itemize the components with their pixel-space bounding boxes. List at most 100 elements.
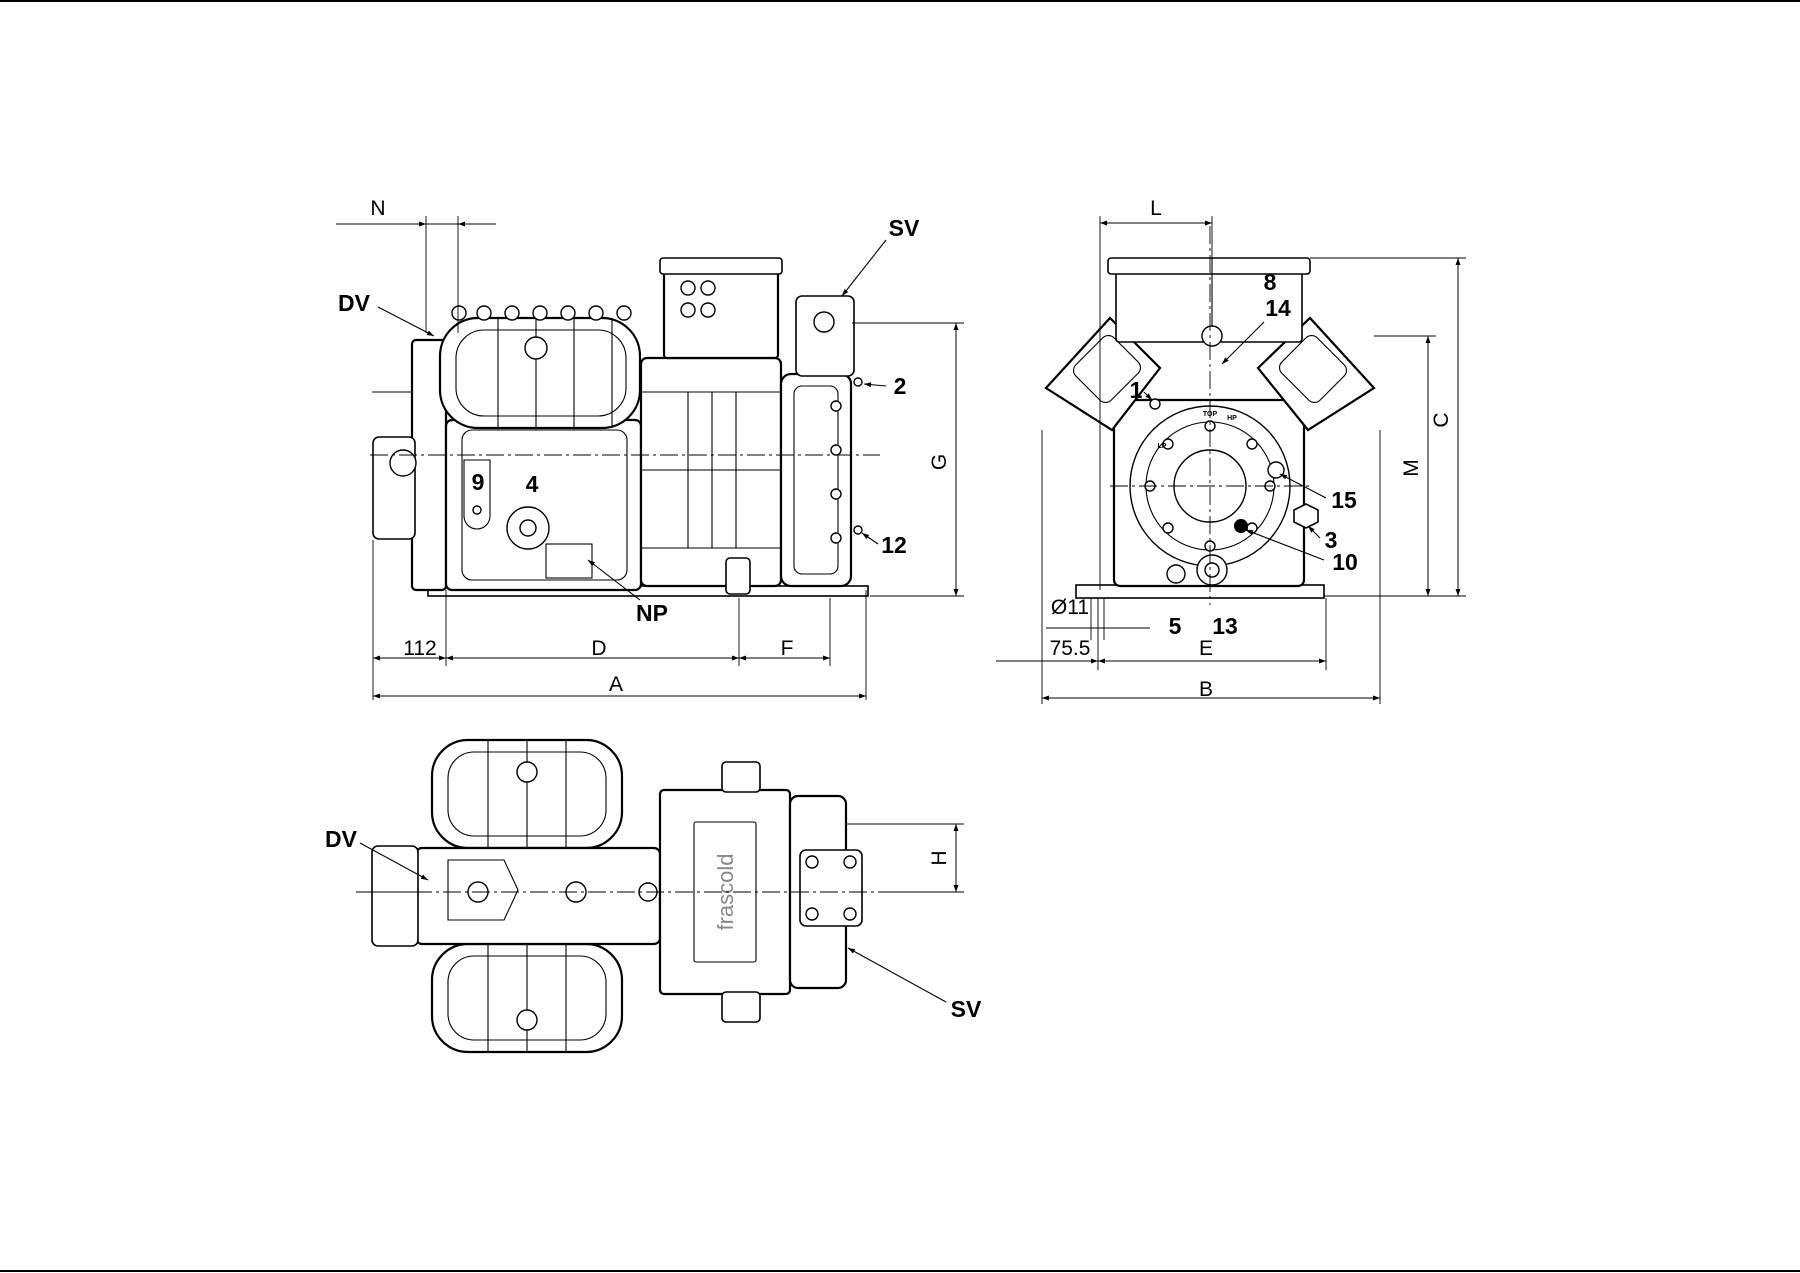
- side-pump-fitting: [389, 449, 417, 477]
- side-suction-cover-inner: [793, 385, 839, 575]
- callout-13: 13: [1212, 613, 1238, 639]
- side-port-9-dot: [472, 505, 482, 515]
- side-port-9-window: [463, 459, 491, 530]
- side-terminal-knockout-2: [700, 280, 716, 296]
- top-suction-valve: [799, 849, 863, 927]
- side-terminal-lid: [659, 257, 783, 275]
- callout-sv-top: SV: [951, 996, 982, 1022]
- callout-dv-side: DV: [338, 290, 371, 316]
- dim-e-label: E: [1199, 637, 1213, 660]
- side-terminal-knockout-3: [680, 302, 696, 318]
- dim-a-label: A: [609, 673, 623, 696]
- callout-10: 10: [1332, 549, 1358, 575]
- end-port-5: [1166, 564, 1186, 584]
- callout-dv-top: DV: [325, 826, 358, 852]
- top-motor-tab-top: [721, 761, 761, 793]
- end-callouts: 8 14 1 15 3 10 5 13: [1130, 269, 1358, 639]
- top-view: frascold: [356, 738, 880, 1054]
- callout-5: 5: [1169, 613, 1182, 639]
- top-suction-bolt-4: [843, 907, 857, 921]
- side-suction-bolt-4: [830, 532, 842, 544]
- callout-12: 12: [881, 532, 907, 558]
- callout-14: 14: [1265, 295, 1291, 321]
- leader-2: [863, 382, 887, 388]
- dim-112-label: 112: [403, 637, 436, 660]
- side-suction-valve-port: [813, 311, 835, 333]
- dim-l-label: L: [1150, 197, 1162, 220]
- side-suction-bolt-1: [830, 400, 842, 412]
- end-right-bank-head: [1278, 334, 1348, 404]
- side-head-center-boss: [524, 336, 548, 360]
- top-suction-bolt-1: [805, 855, 819, 869]
- side-crankcase-panel: [461, 429, 628, 581]
- side-port-12: [853, 525, 863, 535]
- callout-np: NP: [636, 600, 668, 626]
- side-dimensions: N G 112 D F A: [336, 197, 964, 700]
- leader-np: [587, 559, 641, 601]
- callout-9: 9: [472, 469, 485, 495]
- end-flange-bolt-6: [1162, 522, 1174, 534]
- top-oil-pump: [371, 845, 419, 947]
- side-suction-bolt-3: [830, 488, 842, 500]
- dim-75-label: 75.5: [1050, 637, 1091, 660]
- leader-sv-top: [847, 947, 947, 1003]
- dim-b-label: B: [1199, 678, 1213, 701]
- top-suction-bolt-2: [843, 855, 857, 869]
- side-head-bolt-7: [616, 305, 632, 321]
- end-dimensions: L C M Ø11 75.5 E B: [996, 197, 1466, 704]
- leader-dv-top: [359, 842, 429, 881]
- side-head-bolt-5: [560, 305, 576, 321]
- top-lower-center-boss: [516, 1009, 538, 1031]
- end-left-bank-head: [1072, 334, 1142, 404]
- end-flange-bolt-2: [1246, 438, 1258, 450]
- end-mark-lp: LP: [1158, 443, 1167, 450]
- side-callouts: SV DV 2 12 9 4 NP: [338, 215, 920, 626]
- side-cylinder-head: [438, 316, 642, 430]
- side-oil-drain: [725, 557, 751, 595]
- top-upper-center-boss: [516, 761, 538, 783]
- leader-15: [1279, 473, 1327, 499]
- side-suction-bolt-2: [830, 444, 842, 456]
- leader-14: [1221, 321, 1265, 365]
- side-terminal-knockout-1: [680, 280, 696, 296]
- side-head-bolt-4: [532, 305, 548, 321]
- side-head-inner: [455, 329, 627, 417]
- top-callouts: DV SV: [325, 826, 982, 1022]
- end-flange-bolt-8: [1162, 438, 1174, 450]
- dim-n-label: N: [370, 197, 385, 220]
- leader-12: [861, 532, 879, 545]
- side-terminal-knockout-4: [700, 302, 716, 318]
- callout-2: 2: [894, 373, 907, 399]
- dim-d-label: D: [591, 637, 606, 660]
- dim-h-label: H: [928, 850, 951, 865]
- side-port-2: [853, 377, 863, 387]
- side-port-4-inner: [519, 519, 537, 537]
- side-head-bolt-6: [588, 305, 604, 321]
- dim-c-label: C: [1430, 412, 1453, 427]
- end-port-1: [1149, 398, 1161, 410]
- leader-10: [1245, 529, 1325, 561]
- end-terminal-lid: [1107, 257, 1311, 275]
- callout-4: 4: [526, 471, 539, 497]
- side-head-bolt-2: [476, 305, 492, 321]
- end-port-10: [1234, 519, 1248, 533]
- end-view: TOP HP LP: [1044, 226, 1376, 605]
- callout-1: 1: [1130, 377, 1143, 403]
- end-port-15: [1267, 461, 1285, 479]
- dim-m-label: M: [1400, 459, 1423, 477]
- top-motor-tab-bottom: [721, 991, 761, 1023]
- side-view: [370, 257, 880, 597]
- callout-15: 15: [1331, 487, 1357, 513]
- end-port-13-inner: [1204, 562, 1220, 578]
- side-suction-valve-body: [795, 295, 855, 377]
- end-left-cylinder-bank: [1044, 316, 1162, 432]
- leader-1: [1143, 391, 1153, 401]
- leader-dv-side: [377, 306, 435, 337]
- callout-sv-side: SV: [889, 215, 920, 241]
- dim-f-label: F: [781, 637, 794, 660]
- leader-3: [1307, 525, 1321, 539]
- top-suction-bolt-3: [805, 907, 819, 921]
- dim-g-label: G: [928, 454, 951, 470]
- top-dimensions: H: [846, 823, 964, 893]
